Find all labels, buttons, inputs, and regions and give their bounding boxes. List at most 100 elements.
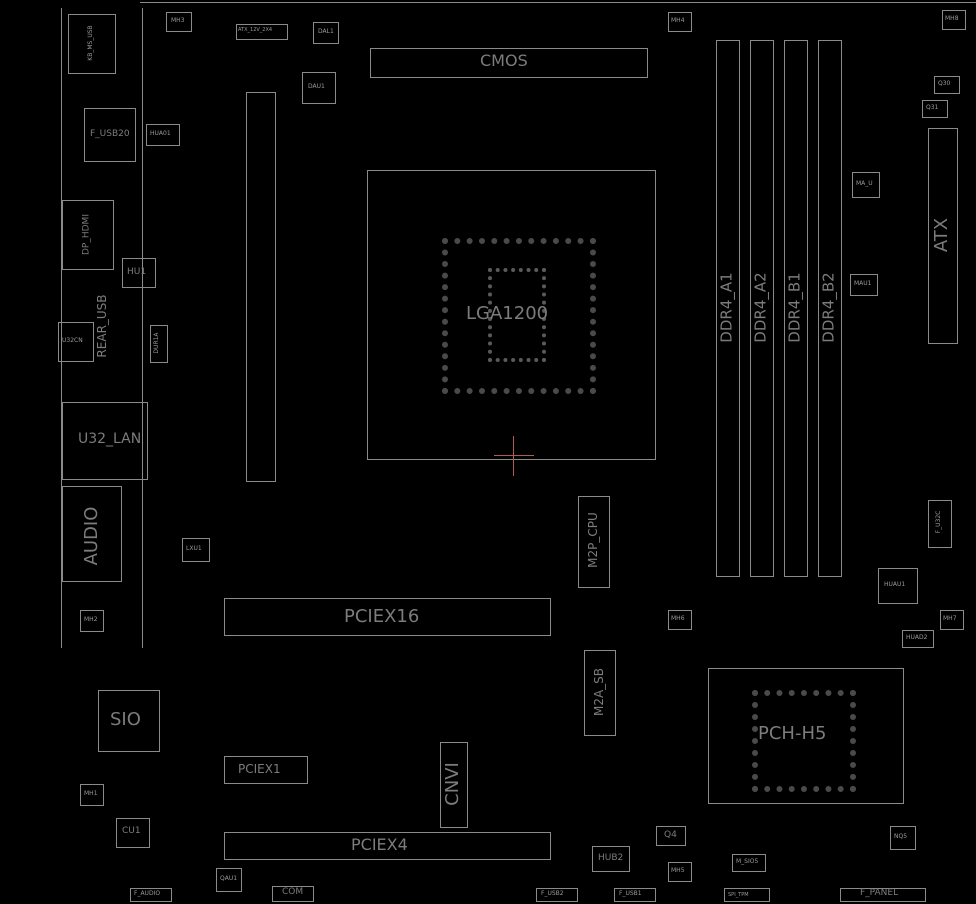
cpu-pin-array [442,238,596,394]
cu1-chip [116,818,150,848]
f-u32c-header [928,500,952,548]
cu1-label: CU1 [122,826,141,836]
mh8-hole [942,10,966,30]
f-usb20-header [84,108,136,162]
chipset-ball-array [752,690,856,792]
q31-chip [922,100,948,118]
qau1-label: QAU1 [220,875,238,882]
pciex4-label: PCIEX4 [351,835,408,854]
kb-ms-usb-label: KB_MS_USB [87,25,94,61]
q31-label: Q31 [926,104,939,111]
atx-label: ATX [931,217,952,253]
cpu-socket-outline [367,170,656,460]
huau1-chip [878,568,918,604]
m-sio5-label: M_SIO5 [736,858,759,865]
hub2-label: HUB2 [598,853,624,863]
mh1-label: MH1 [84,790,98,797]
ddr4-b2-slot [818,40,842,577]
pciex1-label: PCIEX1 [238,762,281,776]
atx12v-label: ATX_12V_2X4 [238,27,273,33]
mh3-hole [166,12,192,32]
lxu1-label: LXU1 [186,545,202,552]
cmos-area [370,48,648,78]
f-panel-header [840,888,926,902]
ddr4-b2-label: DDR4_B2 [819,272,838,343]
mh5-label: MH5 [671,867,685,874]
pciex4-slot [224,832,551,860]
cmos-label: CMOS [480,51,528,70]
f-audio-label: F_AUDIO [134,890,161,897]
m2a-sb-label: M2A_SB [592,667,606,717]
dau1-label: DAU1 [308,83,325,90]
mh2-hole [80,610,104,632]
mh2-label: MH2 [84,616,98,623]
f-usb2-label: F_USB2 [541,890,564,897]
u32cn-port [58,322,94,362]
chipset-outline [708,668,904,804]
kb-ms-usb-port [68,14,116,74]
pciex16-slot [224,598,551,636]
f-usb1-label: F_USB1 [619,890,642,897]
huad2-label: HUAD2 [906,634,928,641]
m-sio5-chip [732,854,766,872]
mh6-hole [668,610,692,630]
audio-jack [62,486,122,582]
cursor-crosshair-v [513,436,514,476]
mau1-label: MAU1 [854,280,872,287]
mh7-hole [940,610,964,630]
mau1-chip [850,274,878,296]
pciex1-slot [224,756,308,784]
f-audio-header [130,888,172,902]
dal1-label: DAL1 [318,28,334,35]
q30-label: Q30 [938,80,951,87]
board-top-edge [140,2,976,3]
rear-io-frame [61,8,143,648]
cnvi-label: CNVI [442,762,463,806]
ddr4-b1-slot [784,40,808,577]
qau1-chip [216,868,242,892]
mh4-hole [668,12,692,32]
audio-label: AUDIO [81,506,102,566]
spi-tpm-header [724,888,770,902]
ddr4-a1-slot [716,40,740,577]
rear-usb-label: REAR_USB [95,294,109,358]
chipset-label: PCH-H5 [758,723,827,744]
cursor-crosshair-h [494,455,534,456]
ma-u-chip [852,172,880,198]
f-usb20-label: F_USB20 [90,129,130,139]
hu1-label: HU1 [127,267,147,277]
lxu1-chip [182,538,210,562]
spi-tpm-label: SPI_TPM [728,892,749,898]
hua01-label: HUA01 [150,130,171,137]
huad2-chip [902,630,934,648]
sio-chip [98,690,160,752]
f-panel-label: F_PANEL [860,888,899,898]
hu1-chip [122,258,156,288]
dur1a-label: DUR1A [153,332,160,354]
lan-port [62,402,148,480]
huau1-label: HUAU1 [884,581,906,588]
cpu-inner-core [488,268,546,362]
hua01-chip [146,124,180,146]
ddr4-a2-slot [750,40,774,577]
cpu-socket-label: LGA1200 [466,303,549,324]
ddr4-a2-label: DDR4_A2 [751,272,770,343]
mh6-label: MH6 [671,615,685,622]
f-usb2-header [536,888,578,902]
sio-label: SIO [110,709,141,730]
atx12v-connector [236,24,288,40]
atx-connector [928,128,958,344]
vrm-column [246,92,276,482]
q4-chip [656,826,686,846]
mh8-label: MH8 [945,15,959,22]
cnvi-slot [440,742,468,828]
com-header [272,886,314,902]
mh3-label: MH3 [171,17,185,24]
ma-u-label: MA_U [856,180,873,187]
dal1-chip [313,22,339,44]
mh5-hole [668,862,692,882]
nq5-chip [890,826,916,850]
lan-label: U32_LAN [78,431,142,447]
m2a-sb-slot [584,650,616,736]
